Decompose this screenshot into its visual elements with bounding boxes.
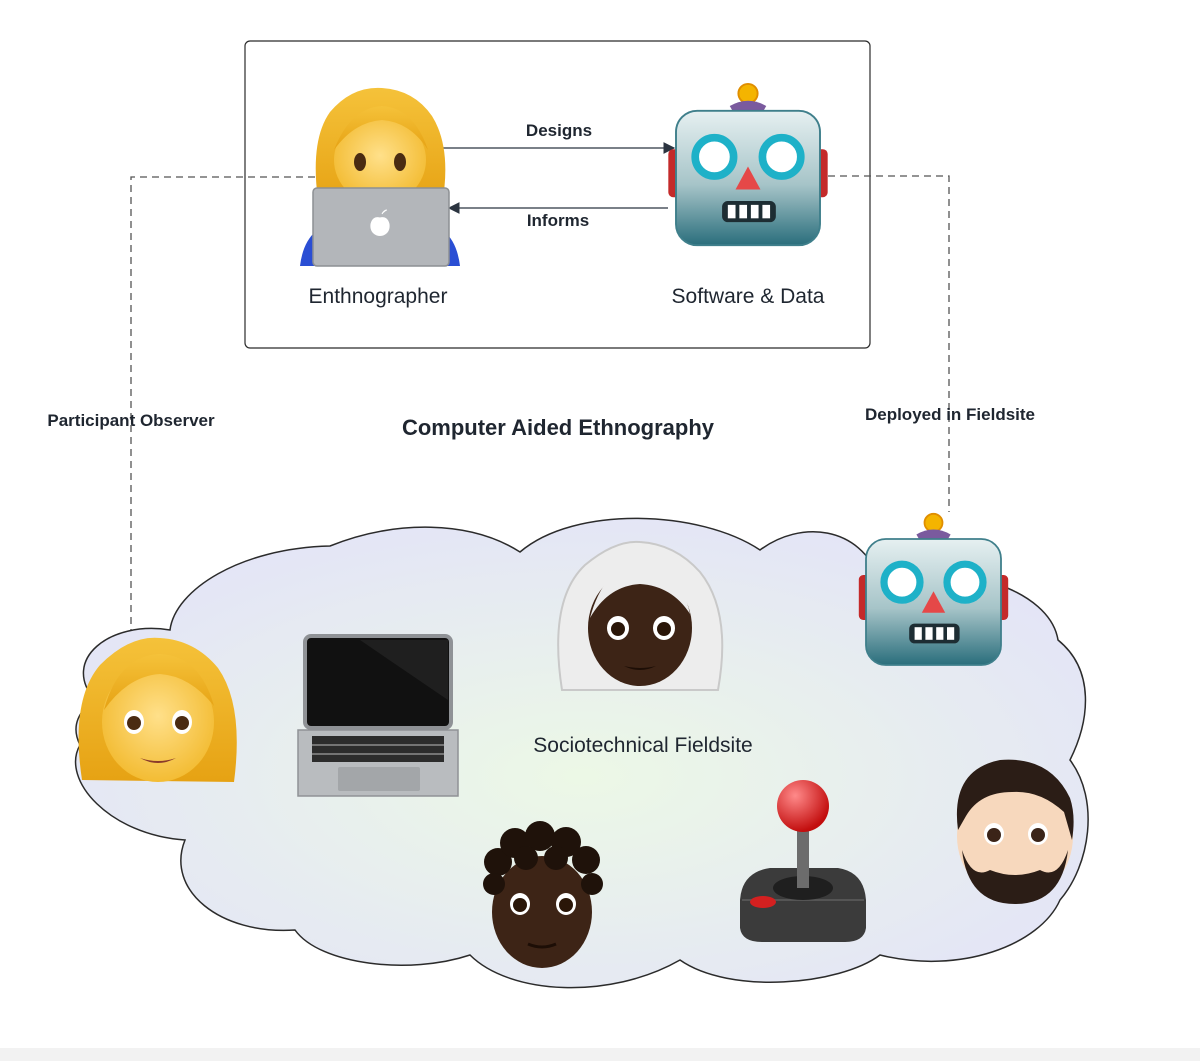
- software-data-label: Software & Data: [672, 285, 825, 308]
- participant-observer-label: Participant Observer: [47, 411, 215, 430]
- diagram-title: Computer Aided Ethnography: [402, 415, 715, 440]
- deployed-in-fieldsite-label: Deployed in Fieldsite: [865, 405, 1035, 424]
- woman-white-hair-icon: [557, 540, 724, 691]
- ethnographer-label: Enthnographer: [309, 285, 448, 308]
- informs-label: Informs: [527, 211, 589, 230]
- designs-label: Designs: [526, 121, 592, 140]
- laptop-icon: [297, 634, 459, 797]
- participant-observer-connector: [130, 176, 315, 648]
- deployed-in-fieldsite-connector: [828, 175, 950, 512]
- woman-with-laptop-icon: [300, 87, 460, 267]
- woman-blonde-icon: [78, 637, 237, 782]
- person-curly-hair-icon: [483, 821, 603, 968]
- robot-icon: [859, 514, 1008, 665]
- bottom-strip: [0, 1048, 1200, 1061]
- man-beard-icon: [956, 759, 1074, 904]
- joystick-icon: [740, 780, 866, 942]
- fieldsite-label: Sociotechnical Fieldsite: [533, 734, 752, 757]
